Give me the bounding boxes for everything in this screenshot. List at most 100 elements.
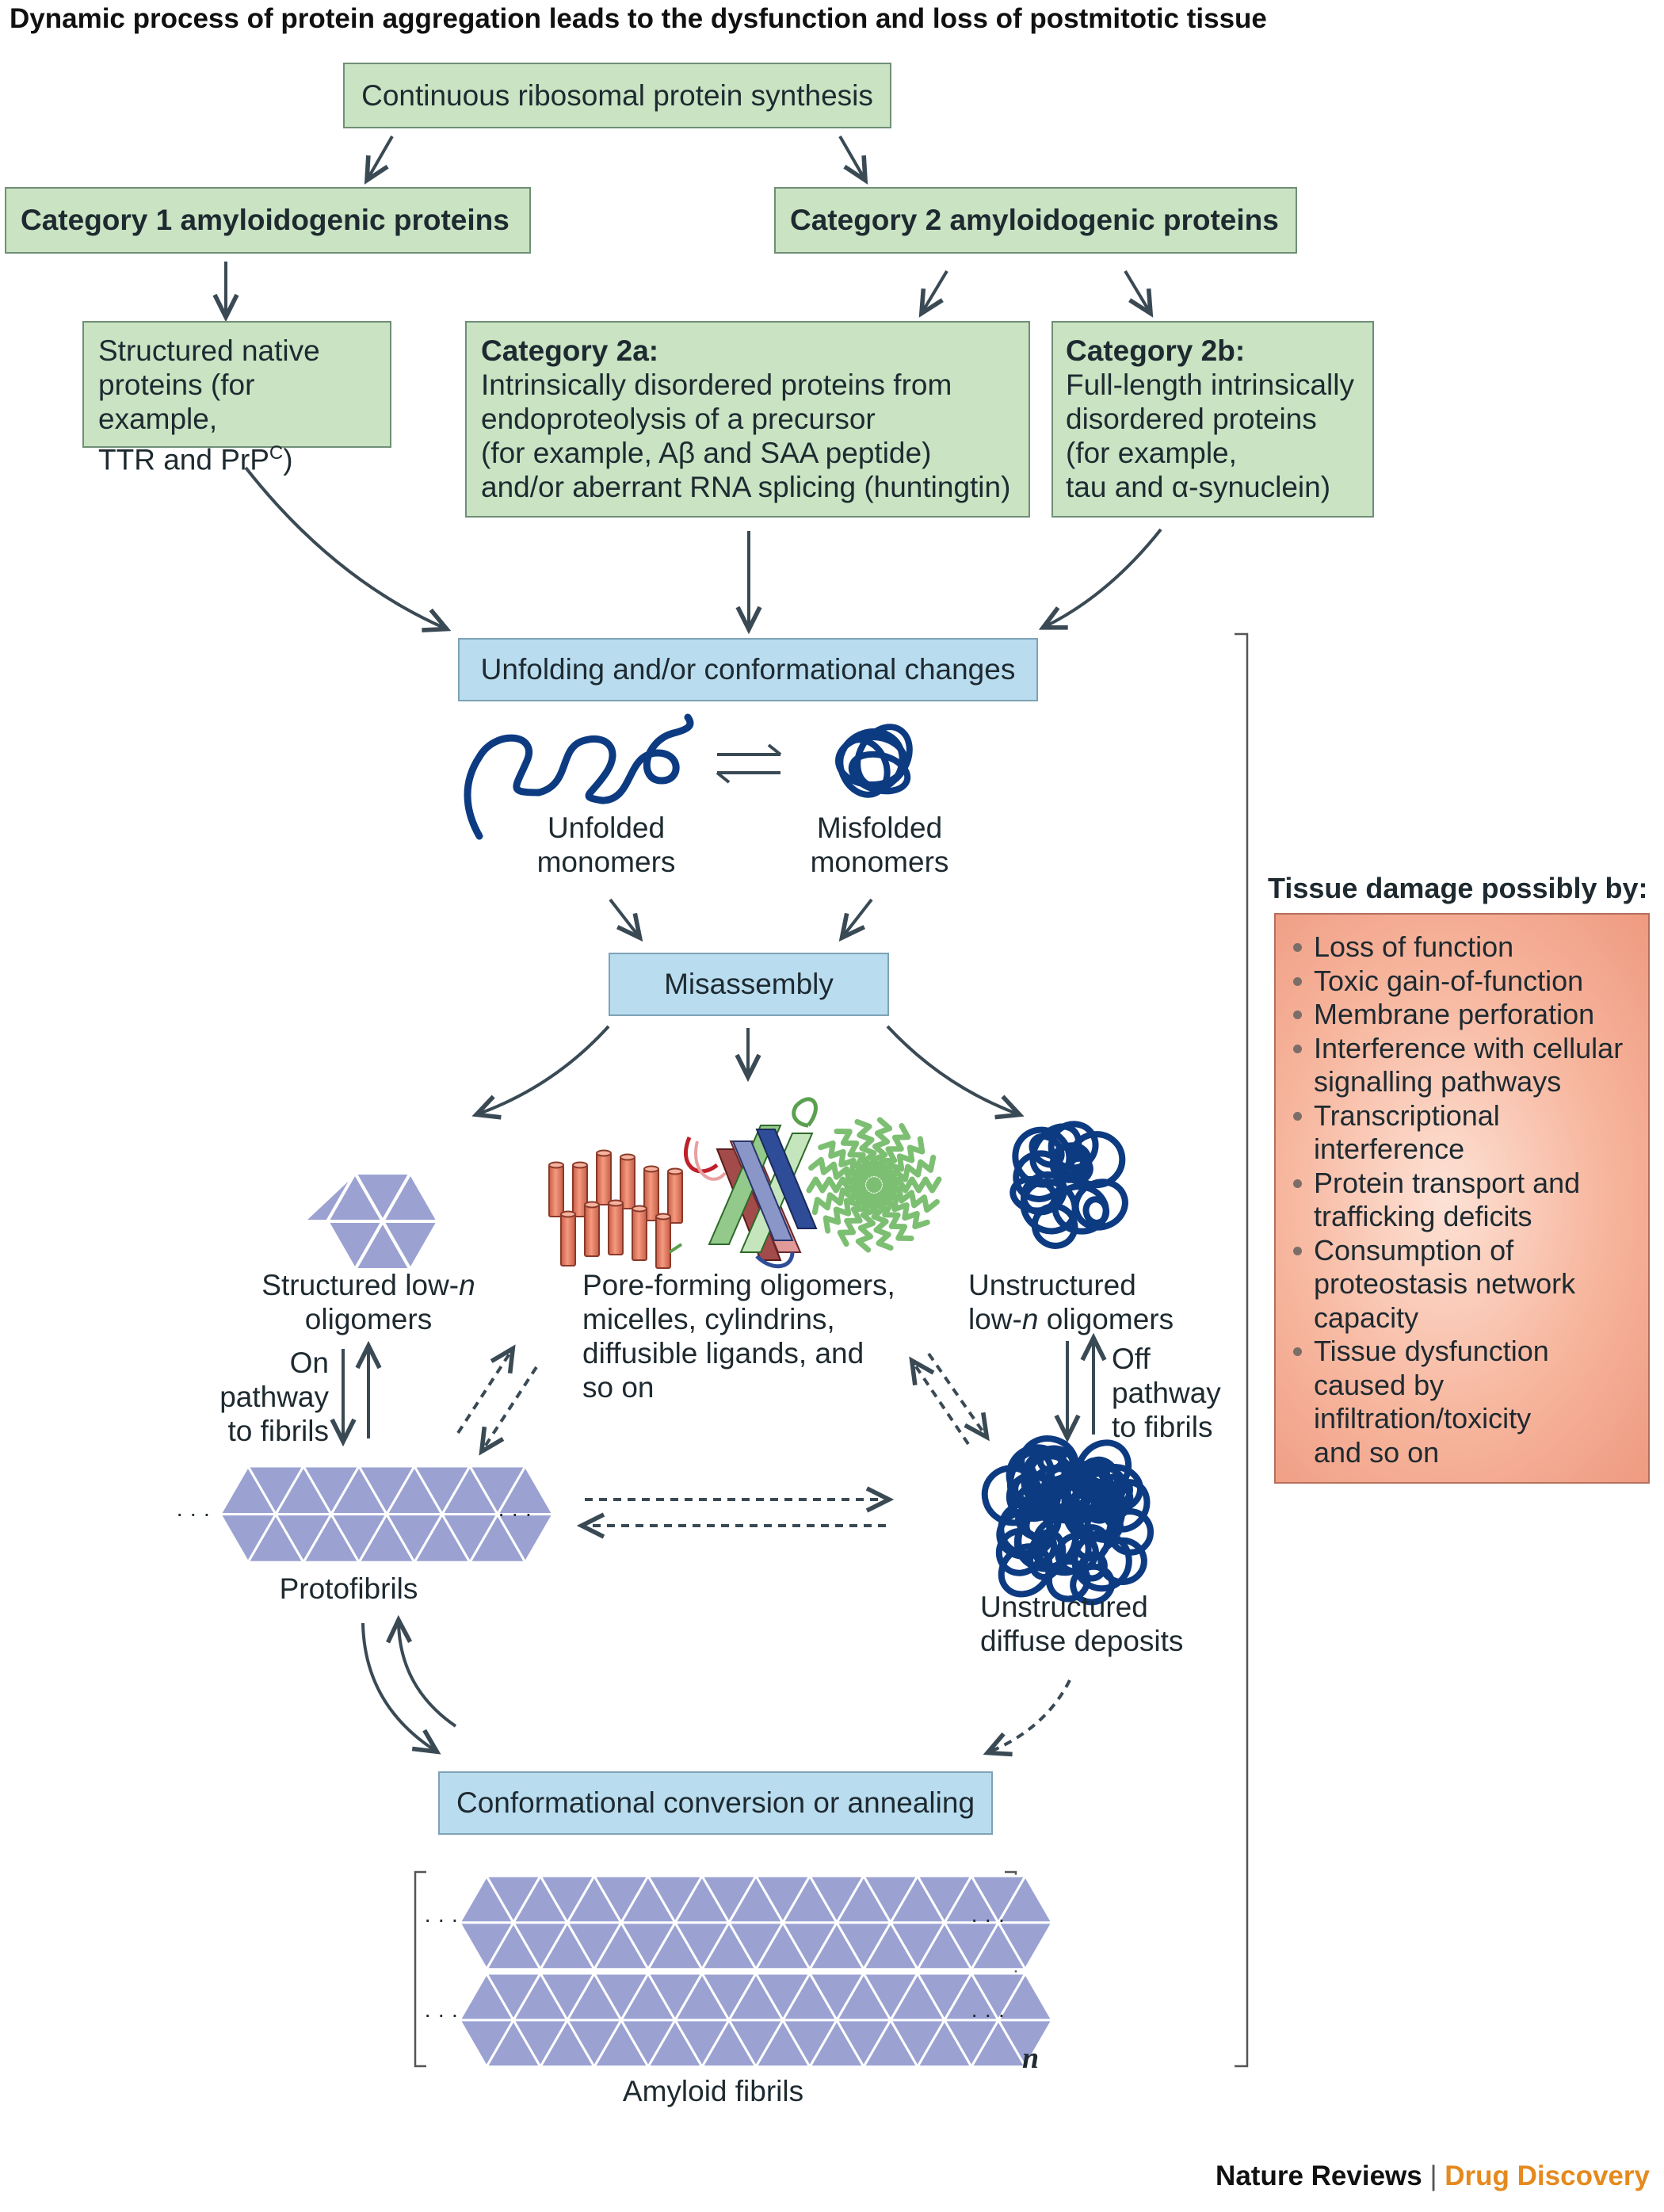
dashed-arrows	[456, 1344, 1071, 1757]
tissue-damage-line: interference	[1314, 1133, 1465, 1165]
tissue-damage-line: Protein transport and	[1314, 1166, 1581, 1199]
micelle-tail	[882, 1176, 942, 1194]
cylinder	[655, 1216, 671, 1269]
cylinder	[548, 1164, 564, 1217]
amyloid-ellipsis-3: · · ·	[424, 2002, 459, 2027]
tissue-damage-line: Consumption of	[1314, 1233, 1514, 1266]
category2b-line-1: Full-length intrinsically	[1066, 369, 1354, 401]
cylinder	[608, 1202, 624, 1255]
cylinder-top	[548, 1161, 564, 1169]
journal-section: Drug Discovery	[1445, 2160, 1650, 2191]
tissue-damage-line: capacity	[1314, 1301, 1419, 1334]
amyloid-fibril-triangle	[996, 1921, 1055, 1972]
arrow-native-to-unfolding	[244, 466, 452, 632]
dashed-arrow-protofibrils-to-pore	[456, 1344, 516, 1435]
micelle-tail	[806, 1176, 866, 1194]
unstructured-oligomers-label: Unstructured low-n oligomers	[968, 1269, 1174, 1335]
amyloid-ellipsis-4: · · ·	[971, 2002, 1006, 2027]
amyloid-fibrils-label: Amyloid fibrils	[622, 2075, 804, 2107]
micelle-tail	[818, 1140, 868, 1181]
coil-loop	[1084, 1465, 1128, 1508]
beta-strands	[668, 1097, 818, 1269]
micelle	[806, 1117, 942, 1253]
dashed-arrow-deposits-to-pore	[909, 1356, 970, 1446]
tissue-damage-line: Transcriptional	[1314, 1098, 1500, 1132]
bullet-icon	[1293, 1111, 1302, 1121]
arrow-synthesis-to-cat1	[364, 136, 394, 185]
cylinder-top	[608, 1199, 624, 1207]
bullet-icon	[1293, 1179, 1302, 1188]
unfolding-label: Unfolding and/or conformational changes	[480, 653, 1016, 686]
protofibrils-ellipsis-left: · · ·	[176, 1501, 211, 1526]
category1-label: Category 1 amyloidogenic proteins	[21, 204, 510, 236]
conversion-box: Conformational conversion or annealing	[438, 1771, 993, 1835]
cylinder-top	[655, 1213, 671, 1221]
category2b-line-2: disordered proteins	[1066, 403, 1317, 435]
misassembly-label: Misassembly	[664, 968, 834, 1000]
structured-oligomers-label: Structured low-n oligomers	[261, 1269, 475, 1335]
bullet-icon	[1293, 1347, 1302, 1356]
category2a-line-1: Intrinsically disordered proteins from	[481, 369, 952, 401]
cylinder-top	[620, 1153, 635, 1161]
conversion-label: Conformational conversion or annealing	[456, 1786, 975, 1819]
arrow-misassembly-to-unstructured	[886, 1025, 1025, 1120]
micelle-tail	[876, 1123, 911, 1179]
figure-title: Dynamic process of protein aggregation l…	[10, 3, 1267, 34]
tissue-damage-line: proteostasis network	[1314, 1267, 1576, 1300]
synthesis-box: Continuous ribosomal protein synthesis	[343, 63, 891, 128]
cylinder-top	[596, 1149, 612, 1157]
category2a-line-3: (for example, Aβ and SAA peptide)	[481, 437, 932, 469]
coil-loop	[1031, 1203, 1078, 1249]
tissue-damage-line: Loss of function	[1314, 930, 1514, 963]
coil-loop	[1084, 1506, 1124, 1543]
category2a-line-2: endoproteolysis of a precursor	[481, 403, 876, 435]
synthesis-label: Continuous ribosomal protein synthesis	[361, 79, 873, 112]
micelle-tail	[880, 1189, 930, 1230]
tissue-damage-bracket	[1235, 632, 1249, 2068]
cylinder	[620, 1156, 635, 1209]
category2-box: Category 2 amyloidogenic proteins	[774, 187, 1297, 254]
amyloid-ellipsis-1: · · ·	[424, 1907, 459, 1931]
dashed-arrow-deposits-to-conversion	[983, 1679, 1071, 1757]
coil-loop	[1070, 1563, 1116, 1606]
tissue-damage-line: trafficking deficits	[1314, 1200, 1532, 1232]
micelle-tail	[834, 1129, 873, 1179]
micelle-tail	[837, 1191, 872, 1247]
arrow-cat2-to-2b	[1124, 269, 1154, 318]
category1-box: Category 1 amyloidogenic proteins	[5, 187, 531, 254]
footer-separator: |	[1429, 2160, 1437, 2191]
equilibrium-arrows	[716, 743, 782, 784]
coil-loop	[1071, 1465, 1107, 1500]
cylinder-top	[584, 1201, 600, 1209]
tissue-damage-item: Membrane perforation	[1293, 998, 1639, 1032]
structured-oligomer-hexagon	[299, 1169, 441, 1274]
tissue-damage-line: and so on	[1314, 1435, 1440, 1469]
amyloid-bracket-left	[414, 1870, 426, 2068]
tissue-damage-item: Loss of function	[1293, 930, 1639, 965]
category2b-heading: Category 2b:	[1066, 334, 1246, 367]
tissue-damage-title: Tissue damage possibly by:	[1268, 872, 1648, 904]
cylinder-top	[632, 1205, 647, 1213]
tissue-damage-line: Toxic gain-of-function	[1314, 964, 1584, 997]
coil-loop	[1029, 1123, 1082, 1179]
tissue-damage-line: Membrane perforation	[1314, 998, 1595, 1030]
tissue-damage-line: Interference with cellular	[1314, 1031, 1624, 1064]
arrow-conversion-to-protofibrils	[386, 1614, 457, 1728]
bullet-icon	[1293, 943, 1302, 952]
amyloid-n-label: n	[1022, 2042, 1040, 2075]
tissue-damage-line: Tissue dysfunction	[1314, 1335, 1549, 1367]
bullet-icon	[1293, 1044, 1302, 1053]
micelle-tail	[822, 1189, 868, 1234]
misassembly-box: Misassembly	[609, 953, 889, 1016]
micelle-tail	[870, 1117, 893, 1177]
arrow-misassembly-to-structured	[471, 1025, 610, 1120]
micelle-tail	[881, 1154, 937, 1187]
micelle-tail	[854, 1119, 880, 1177]
micelle-tail	[808, 1156, 867, 1185]
